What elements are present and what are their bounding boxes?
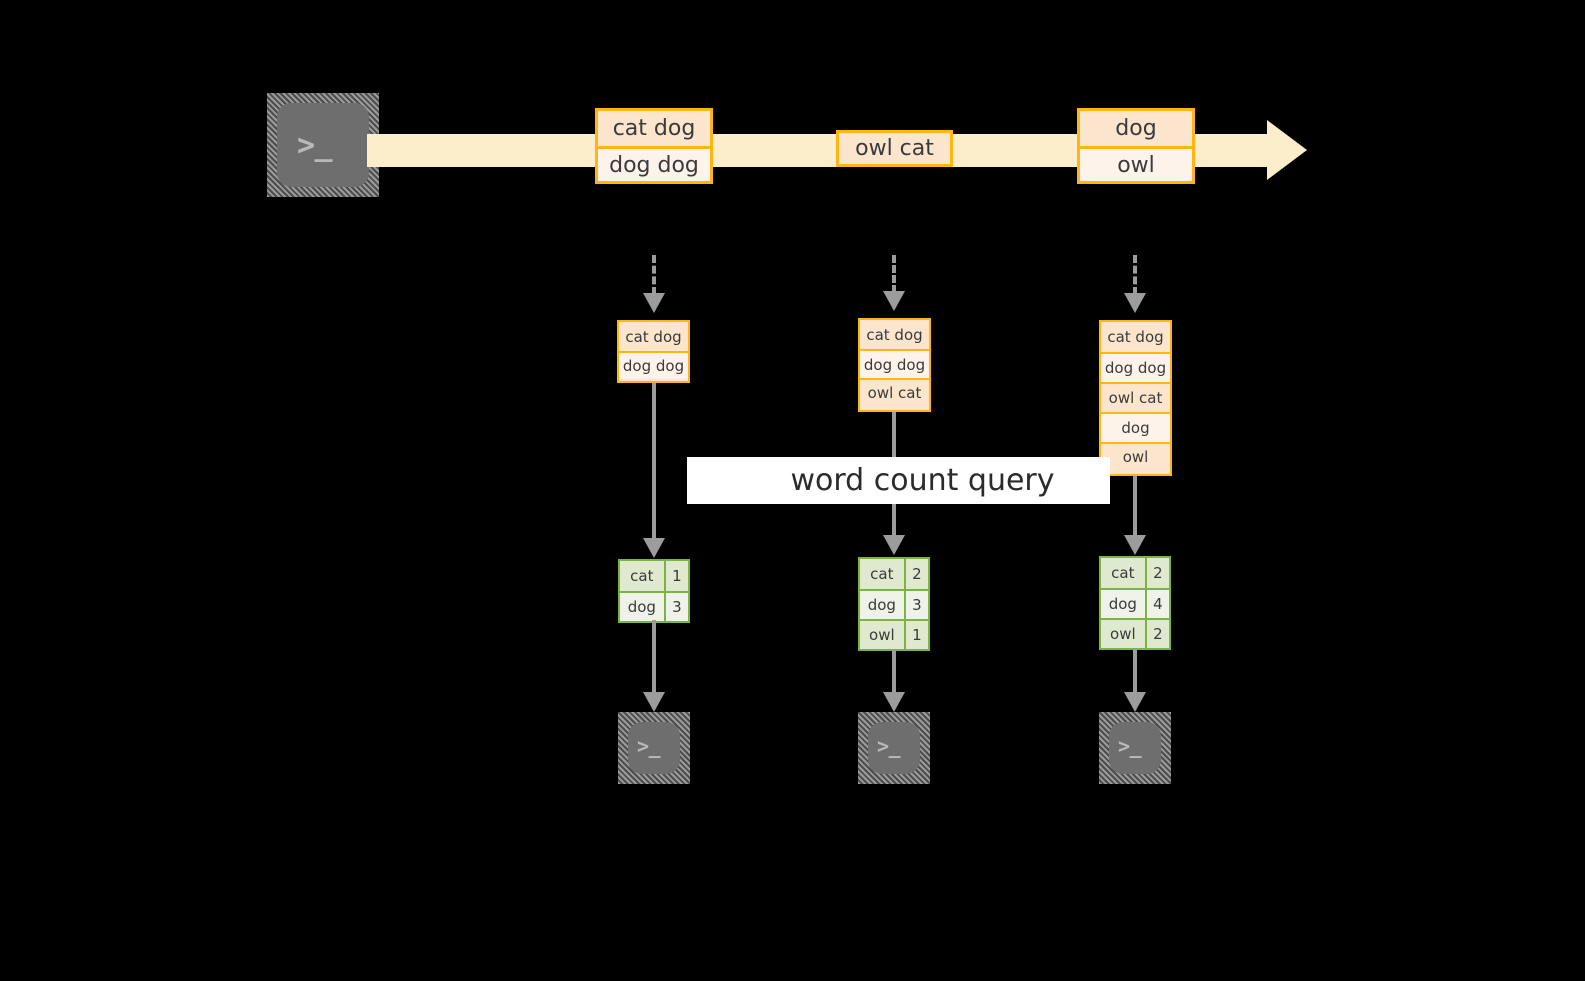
- terminal-body: >_: [868, 722, 920, 774]
- result-row: cat 2: [1101, 558, 1169, 588]
- snapshot-1-sink-arrowhead: [643, 692, 665, 712]
- stream-event-row: owl cat: [839, 133, 950, 164]
- result-count: 2: [1144, 558, 1169, 588]
- snapshot-1-query-connector: [652, 383, 656, 543]
- result-count: 3: [903, 591, 928, 619]
- snapshot-input-row: dog dog: [860, 349, 929, 378]
- snapshot-1-sink-connector: [652, 620, 656, 695]
- result-word: dog: [627, 598, 656, 616]
- result-row: cat 1: [620, 561, 688, 591]
- terminal-prompt-glyph: >_: [877, 734, 901, 758]
- snapshot-2-result-table: cat 2 dog 3 owl 1: [858, 557, 930, 651]
- snapshot-feed-connector: [1133, 255, 1137, 295]
- result-row: dog 4: [1101, 588, 1169, 618]
- result-word: dog: [867, 596, 896, 614]
- snapshot-input-row: dog dog: [1101, 352, 1170, 382]
- result-row: owl 1: [860, 619, 928, 649]
- result-word: cat: [630, 567, 654, 585]
- terminal-prompt-glyph: >_: [297, 128, 333, 163]
- snapshot-3-query-arrowhead: [1124, 535, 1146, 555]
- snapshot-1-result-table: cat 1 dog 3: [618, 559, 690, 623]
- stream-event-row: dog: [1080, 111, 1192, 146]
- snapshot-3-query-connector: [1133, 476, 1137, 540]
- terminal-body: >_: [1109, 722, 1161, 774]
- stream-event-group-3: dog owl: [1077, 108, 1195, 184]
- result-count: 3: [663, 593, 688, 621]
- result-count: 4: [1144, 590, 1169, 618]
- result-count: 1: [903, 621, 928, 649]
- snapshot-3-sink-terminal-icon: >_: [1099, 712, 1171, 784]
- snapshot-feed-arrowhead: [643, 293, 665, 313]
- result-word: dog: [1108, 595, 1137, 613]
- snapshot-input-row: owl cat: [860, 378, 929, 406]
- snapshot-3-sink-arrowhead: [1124, 692, 1146, 712]
- stream-event-group-1: cat dog dog dog: [595, 108, 713, 184]
- result-word: owl: [1110, 625, 1136, 643]
- stream-event-row: owl: [1080, 146, 1192, 181]
- snapshot-feed-arrowhead: [1124, 293, 1146, 313]
- snapshot-2-query-arrowhead: [883, 535, 905, 555]
- terminal-prompt-glyph: >_: [637, 734, 661, 758]
- snapshot-3-input-table: cat dog dog dog owl cat dog owl: [1099, 320, 1172, 476]
- result-row: dog 3: [620, 591, 688, 621]
- snapshot-1-query-arrowhead: [643, 538, 665, 558]
- snapshot-input-row: cat dog: [1101, 322, 1170, 352]
- terminal-body: >_: [628, 722, 680, 774]
- query-label-text: word count query: [790, 463, 1055, 498]
- snapshot-1-sink-terminal-icon: >_: [618, 712, 690, 784]
- snapshot-input-row: dog: [1101, 412, 1170, 442]
- snapshot-2-sink-terminal-icon: >_: [858, 712, 930, 784]
- stream-event-row: dog dog: [598, 146, 710, 181]
- result-word: cat: [1111, 564, 1135, 582]
- snapshot-2-input-table: cat dog dog dog owl cat: [858, 318, 931, 412]
- snapshot-2-sink-arrowhead: [883, 692, 905, 712]
- result-row: dog 3: [860, 589, 928, 619]
- result-row: cat 2: [860, 559, 928, 589]
- result-word: cat: [870, 565, 894, 583]
- snapshot-input-row: cat dog: [860, 320, 929, 349]
- snapshot-input-row: owl: [1101, 442, 1170, 470]
- snapshot-input-row: owl cat: [1101, 382, 1170, 412]
- result-count: 2: [1144, 620, 1169, 648]
- result-word: owl: [869, 626, 895, 644]
- stream-event-group-2: owl cat: [836, 130, 953, 167]
- snapshot-1-input-table: cat dog dog dog: [617, 320, 690, 383]
- source-terminal-icon: >_: [267, 93, 379, 197]
- snapshot-input-row: dog dog: [619, 351, 688, 379]
- snapshot-feed-connector: [892, 255, 896, 293]
- snapshot-3-sink-connector: [1133, 649, 1137, 695]
- snapshot-feed-connector: [652, 255, 656, 295]
- stream-event-row: cat dog: [598, 111, 710, 146]
- terminal-body: >_: [277, 103, 369, 187]
- snapshot-2-sink-connector: [892, 650, 896, 695]
- query-label-band: word count query: [687, 457, 1110, 504]
- snapshot-3-result-table: cat 2 dog 4 owl 2: [1099, 556, 1171, 650]
- result-count: 1: [663, 561, 688, 591]
- result-count: 2: [903, 559, 928, 589]
- stream-arrowhead: [1267, 120, 1307, 180]
- snapshot-feed-arrowhead: [883, 291, 905, 311]
- terminal-prompt-glyph: >_: [1118, 734, 1142, 758]
- snapshot-input-row: cat dog: [619, 322, 688, 351]
- result-row: owl 2: [1101, 618, 1169, 648]
